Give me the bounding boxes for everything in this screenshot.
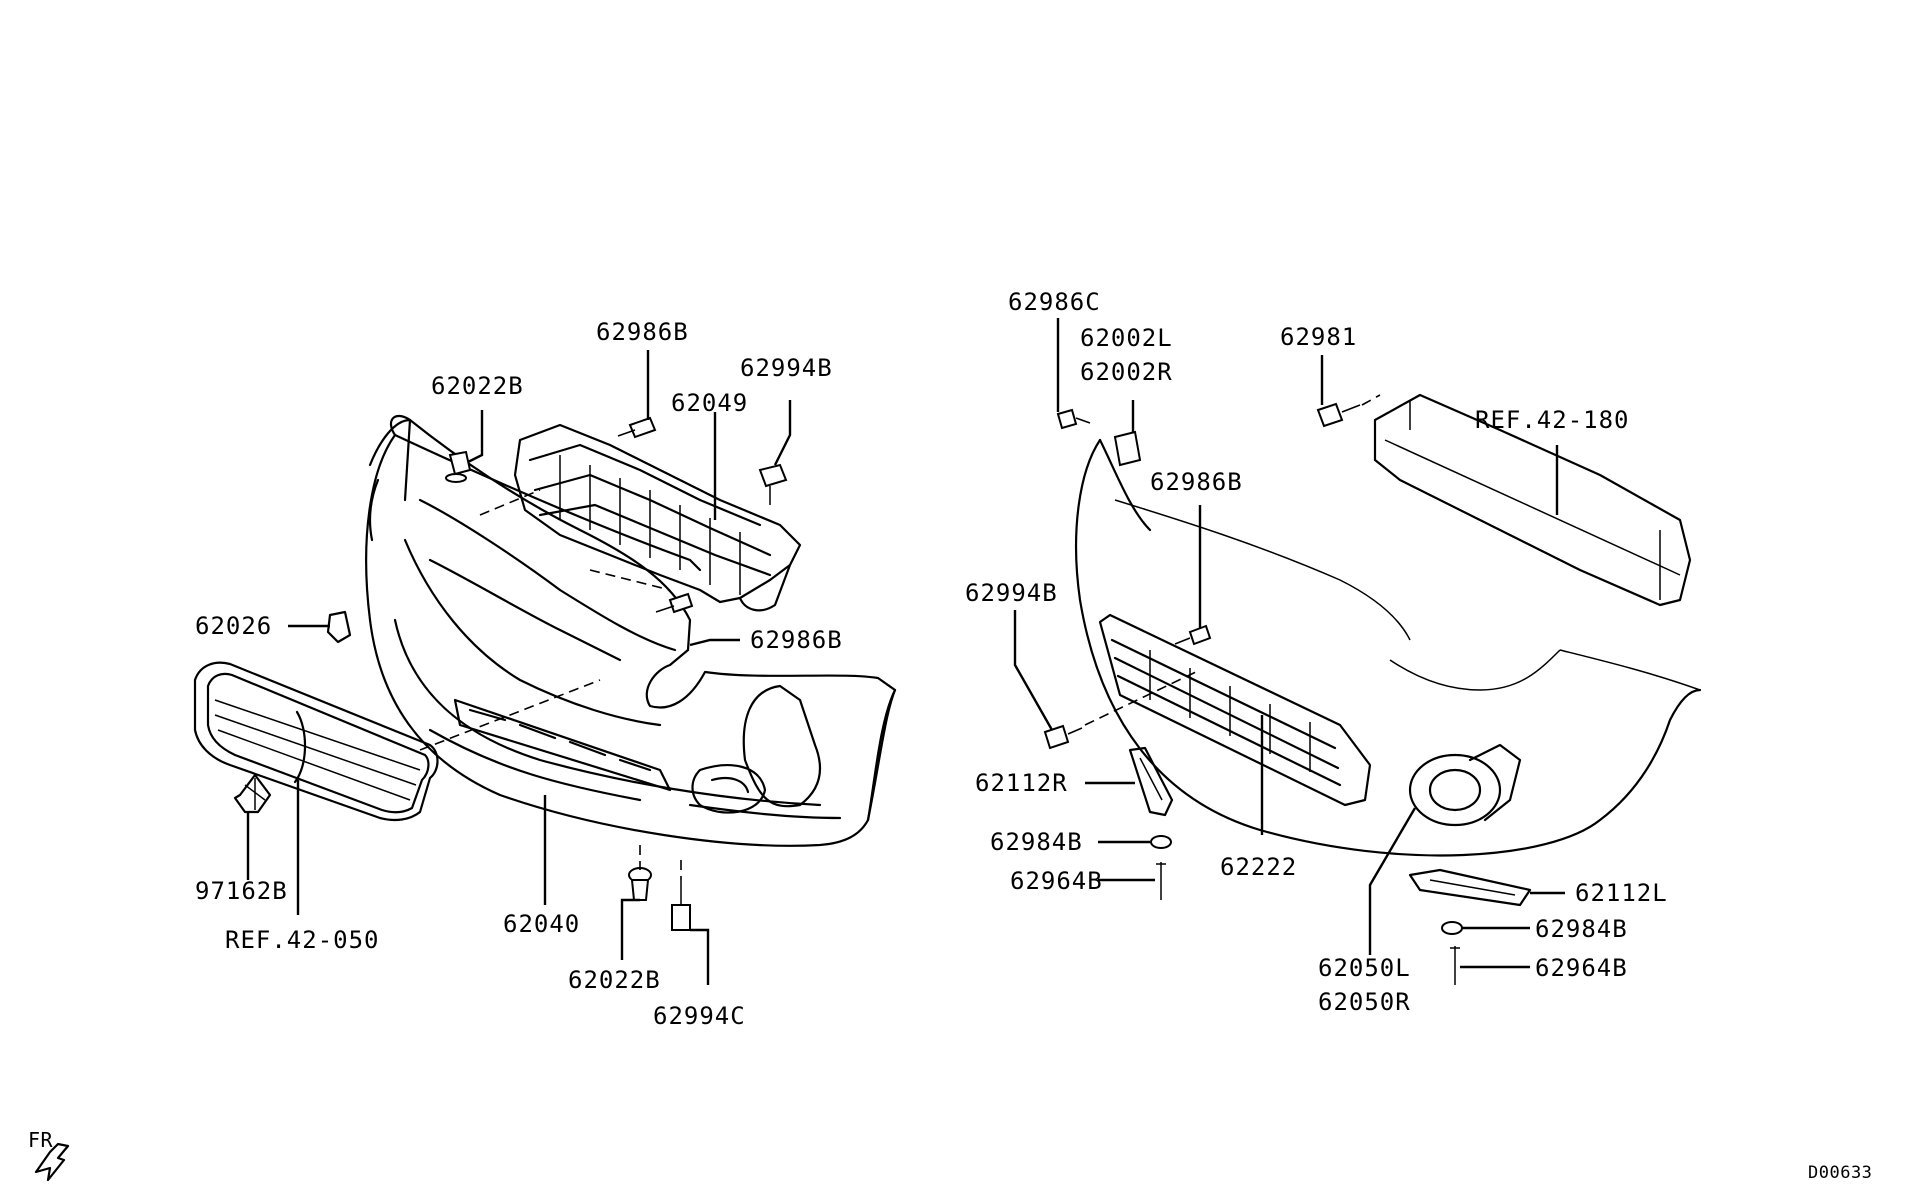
- label-62040: 62040: [503, 910, 580, 938]
- front-indicator-label: FR: [28, 1128, 54, 1152]
- tow-hook-cover: [326, 610, 352, 644]
- leader-lines-right: [1013, 318, 1565, 969]
- label-62986C: 62986C: [1008, 288, 1101, 316]
- label-62022B-bottom: 62022B: [568, 966, 661, 994]
- label-62049: 62049: [671, 389, 748, 417]
- label-62026: 62026: [195, 612, 272, 640]
- fastener-clips-right: [1043, 402, 1463, 985]
- fastener-clips-left: [445, 416, 788, 931]
- label-ref-42-180: REF.42-180: [1475, 406, 1630, 434]
- label-ref-42-050: REF.42-050: [225, 926, 380, 954]
- assembly-lines-left: [419, 489, 682, 880]
- label-62984B-right: 62984B: [1535, 915, 1628, 943]
- front-bumper-cover-right: [1075, 438, 1702, 857]
- label-62222: 62222: [1220, 853, 1297, 881]
- label-62050R: 62050R: [1318, 988, 1411, 1016]
- label-97162B: 97162B: [195, 877, 288, 905]
- bumper-beam: [1373, 393, 1692, 607]
- label-62022B-top: 62022B: [431, 372, 524, 400]
- lower-grille: [1098, 613, 1372, 807]
- label-62994B-right: 62994B: [965, 579, 1058, 607]
- label-62984B-left: 62984B: [990, 828, 1083, 856]
- label-62994B-left: 62994B: [740, 354, 833, 382]
- label-62986B-mid: 62986B: [750, 626, 843, 654]
- label-62002R: 62002R: [1080, 358, 1173, 386]
- assembly-lines-right: [1084, 394, 1381, 726]
- label-62986B-top: 62986B: [596, 318, 689, 346]
- bracket-right: [1128, 746, 1174, 817]
- label-62964B-left: 62964B: [1010, 867, 1103, 895]
- label-62050L: 62050L: [1318, 954, 1411, 982]
- label-62964B-right: 62964B: [1535, 954, 1628, 982]
- front-bumper-cover: [365, 414, 897, 847]
- bracket-left: [1408, 868, 1532, 907]
- radiator-grille: [193, 661, 439, 822]
- bumper-reinforcement: [513, 423, 802, 612]
- emblem: [233, 773, 272, 814]
- label-62002L: 62002L: [1080, 324, 1173, 352]
- label-62112L: 62112L: [1575, 879, 1668, 907]
- front-direction-arrow-icon: [34, 1142, 70, 1182]
- fog-lamp-bezel: [1408, 743, 1522, 827]
- leader-lines-left: [246, 350, 792, 985]
- label-62981: 62981: [1280, 323, 1357, 351]
- label-62994C: 62994C: [653, 1002, 746, 1030]
- callout-labels: 62986B 62022B 62049 62994B 62026 62986B …: [28, 288, 1872, 1183]
- label-62112R: 62112R: [975, 769, 1068, 797]
- drawing-id: D00633: [1808, 1163, 1872, 1183]
- label-62986B-right: 62986B: [1150, 468, 1243, 496]
